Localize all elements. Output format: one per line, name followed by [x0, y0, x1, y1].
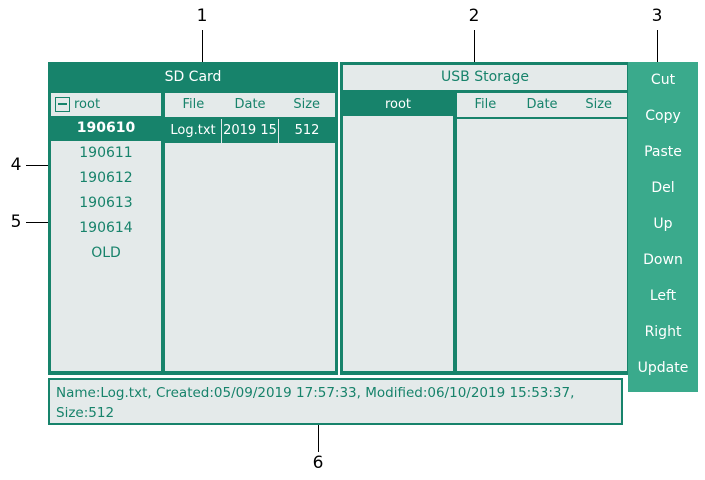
- sd-card-file-header: File Date Size: [165, 93, 335, 117]
- cut-button[interactable]: Cut: [650, 72, 676, 88]
- action-button-column: Cut Copy Paste Del Up Down Left Right Up…: [628, 62, 698, 392]
- usb-storage-tree-root[interactable]: root: [343, 93, 453, 116]
- callout-label-4: 4: [10, 155, 22, 175]
- sd-card-file-table[interactable]: File Date Size Log.txt 2019 15 512: [165, 93, 335, 371]
- up-button[interactable]: Up: [653, 216, 673, 232]
- callout-label-6: 6: [312, 453, 324, 473]
- tree-item-old[interactable]: OLD: [91, 245, 121, 261]
- column-header-file[interactable]: File: [474, 97, 497, 112]
- tree-item-190614[interactable]: 190614: [79, 220, 133, 236]
- cell-file-name: Log.txt: [170, 123, 216, 138]
- left-button[interactable]: Left: [649, 288, 677, 304]
- sd-card-tree-root-label: root: [74, 97, 101, 112]
- usb-storage-file-table[interactable]: File Date Size: [457, 93, 627, 371]
- usb-storage-file-header: File Date Size: [457, 93, 627, 117]
- callout-leader-2: [474, 30, 475, 76]
- tree-item-190612[interactable]: 190612: [79, 170, 133, 186]
- column-header-file[interactable]: File: [182, 97, 205, 112]
- cell-file-size: 512: [278, 119, 335, 143]
- tree-item-190610[interactable]: 190610: [51, 116, 161, 141]
- update-button[interactable]: Update: [637, 360, 689, 376]
- status-bar: Name:Log.txt, Created:05/09/2019 17:57:3…: [48, 378, 623, 425]
- sd-card-tree-root[interactable]: root: [51, 93, 161, 116]
- usb-storage-file-body[interactable]: [457, 119, 627, 371]
- panel-title-usb-storage[interactable]: USB Storage: [343, 65, 627, 90]
- callout-leader-1: [202, 30, 203, 76]
- del-button[interactable]: Del: [651, 180, 675, 196]
- callout-leader-6: [318, 410, 319, 452]
- usb-storage-tree-list[interactable]: [343, 116, 453, 371]
- sd-card-tree-list[interactable]: 190610 190611 190612 190613 190614 OLD: [51, 116, 161, 371]
- usb-storage-tree[interactable]: root: [343, 93, 453, 371]
- down-button[interactable]: Down: [643, 252, 683, 268]
- column-header-date[interactable]: Date: [234, 97, 266, 112]
- cell-file-date: 2019 15: [221, 119, 278, 143]
- paste-button[interactable]: Paste: [644, 144, 682, 160]
- callout-label-3: 3: [651, 6, 663, 26]
- sd-card-file-body[interactable]: Log.txt 2019 15 512: [165, 119, 335, 371]
- callout-label-1: 1: [196, 6, 208, 26]
- column-header-size[interactable]: Size: [585, 97, 613, 112]
- panel-sd-card[interactable]: SD Card root 190610 190611 190612 190613…: [48, 62, 338, 375]
- tree-item-190611[interactable]: 190611: [79, 145, 133, 161]
- sd-card-tree[interactable]: root 190610 190611 190612 190613 190614 …: [51, 93, 161, 371]
- copy-button[interactable]: Copy: [645, 108, 681, 124]
- column-header-size[interactable]: Size: [293, 97, 321, 112]
- storage-panels: SD Card root 190610 190611 190612 190613…: [48, 62, 638, 375]
- callout-leader-4: [26, 165, 68, 166]
- callout-leader-3: [657, 30, 658, 68]
- column-header-date[interactable]: Date: [526, 97, 558, 112]
- panel-title-sd-card[interactable]: SD Card: [51, 65, 335, 90]
- table-row[interactable]: Log.txt 2019 15 512: [165, 119, 335, 143]
- file-manager-screen: SD Card root 190610 190611 190612 190613…: [48, 62, 698, 427]
- minus-box-icon[interactable]: [55, 97, 70, 112]
- tree-item-190613[interactable]: 190613: [79, 195, 133, 211]
- panel-usb-storage[interactable]: USB Storage root File Date Size: [340, 62, 630, 375]
- callout-label-2: 2: [468, 6, 480, 26]
- right-button[interactable]: Right: [644, 324, 682, 340]
- callout-label-5: 5: [10, 212, 22, 232]
